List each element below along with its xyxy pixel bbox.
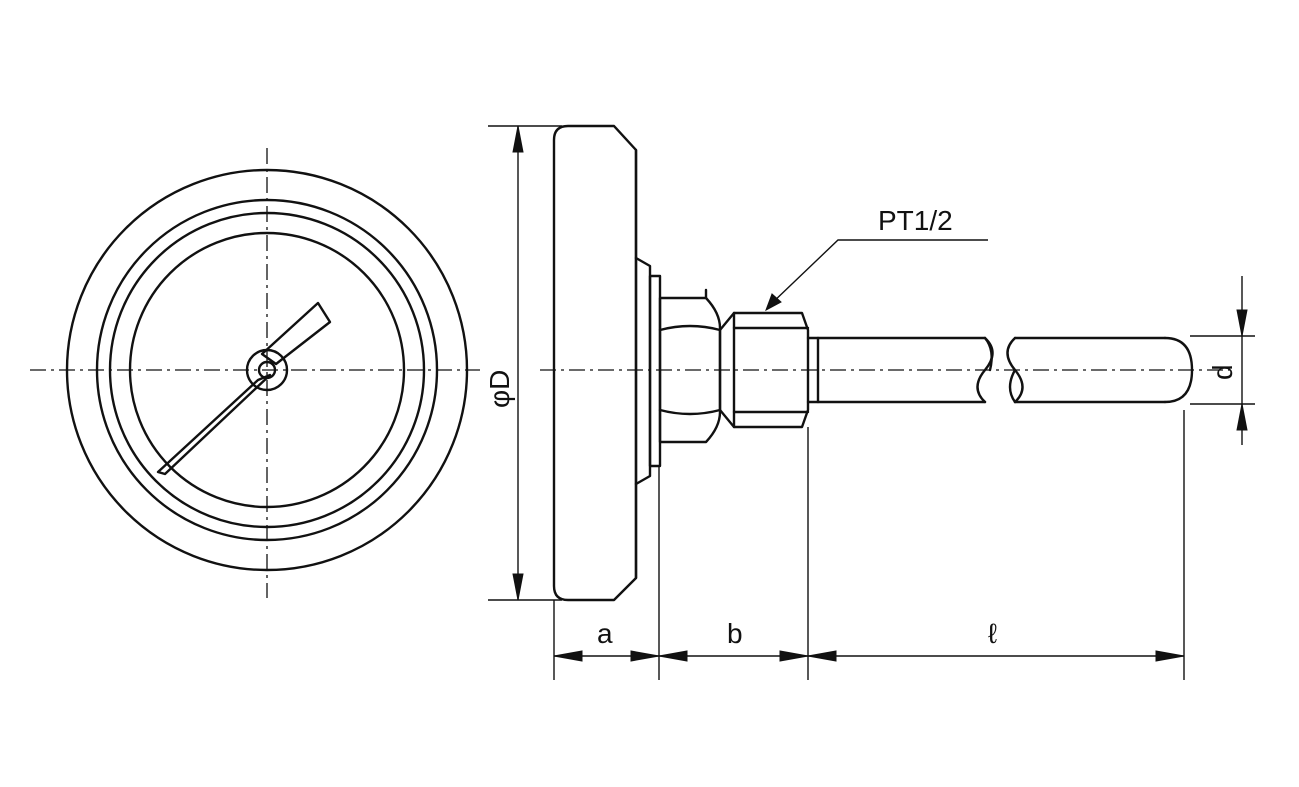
l-arrow-right (1155, 650, 1185, 662)
dimensions (488, 125, 1255, 680)
hex-flat-lower (658, 408, 722, 416)
dim-l-label: ℓ (988, 618, 997, 649)
pointer-tip (260, 301, 332, 366)
back-flange (634, 256, 652, 486)
gauge-case (552, 124, 638, 602)
pointer-tail (156, 373, 272, 476)
thread-leader-arrow (765, 293, 782, 312)
pointer-pivot (257, 360, 277, 380)
pointer-hub (245, 348, 289, 392)
stem-tip (1163, 336, 1194, 404)
d-small-arrow-bottom (1236, 403, 1248, 431)
d-arrow-top (512, 125, 524, 153)
bezel-inner-ring (95, 198, 439, 542)
diameter-label: φD (484, 370, 515, 408)
a-arrow-right (630, 650, 660, 662)
side-view (540, 124, 1230, 602)
dim-a-label: a (597, 618, 613, 649)
stem-collar (806, 336, 820, 404)
d-arrow-bottom (512, 573, 524, 601)
d-small-arrow-top (1236, 309, 1248, 337)
a-arrow-left (553, 650, 583, 662)
break-left-inner (983, 336, 993, 372)
b-arrow-right (779, 650, 809, 662)
thread-fitting (718, 311, 810, 429)
b-arrow-left (658, 650, 688, 662)
break-right-inner (1008, 368, 1017, 404)
thread-leader (769, 239, 988, 306)
hex-nut (658, 296, 722, 444)
hex-flat-upper (658, 324, 722, 332)
dial-face (128, 231, 406, 509)
flange-plate (648, 274, 662, 468)
case-ring (108, 211, 426, 529)
outer-bezel-ring (65, 168, 469, 572)
front-view (30, 148, 480, 598)
thread-label: PT1/2 (878, 205, 953, 236)
dim-b-label: b (727, 618, 743, 649)
dim-d-label: d (1207, 364, 1238, 380)
l-arrow-left (807, 650, 837, 662)
